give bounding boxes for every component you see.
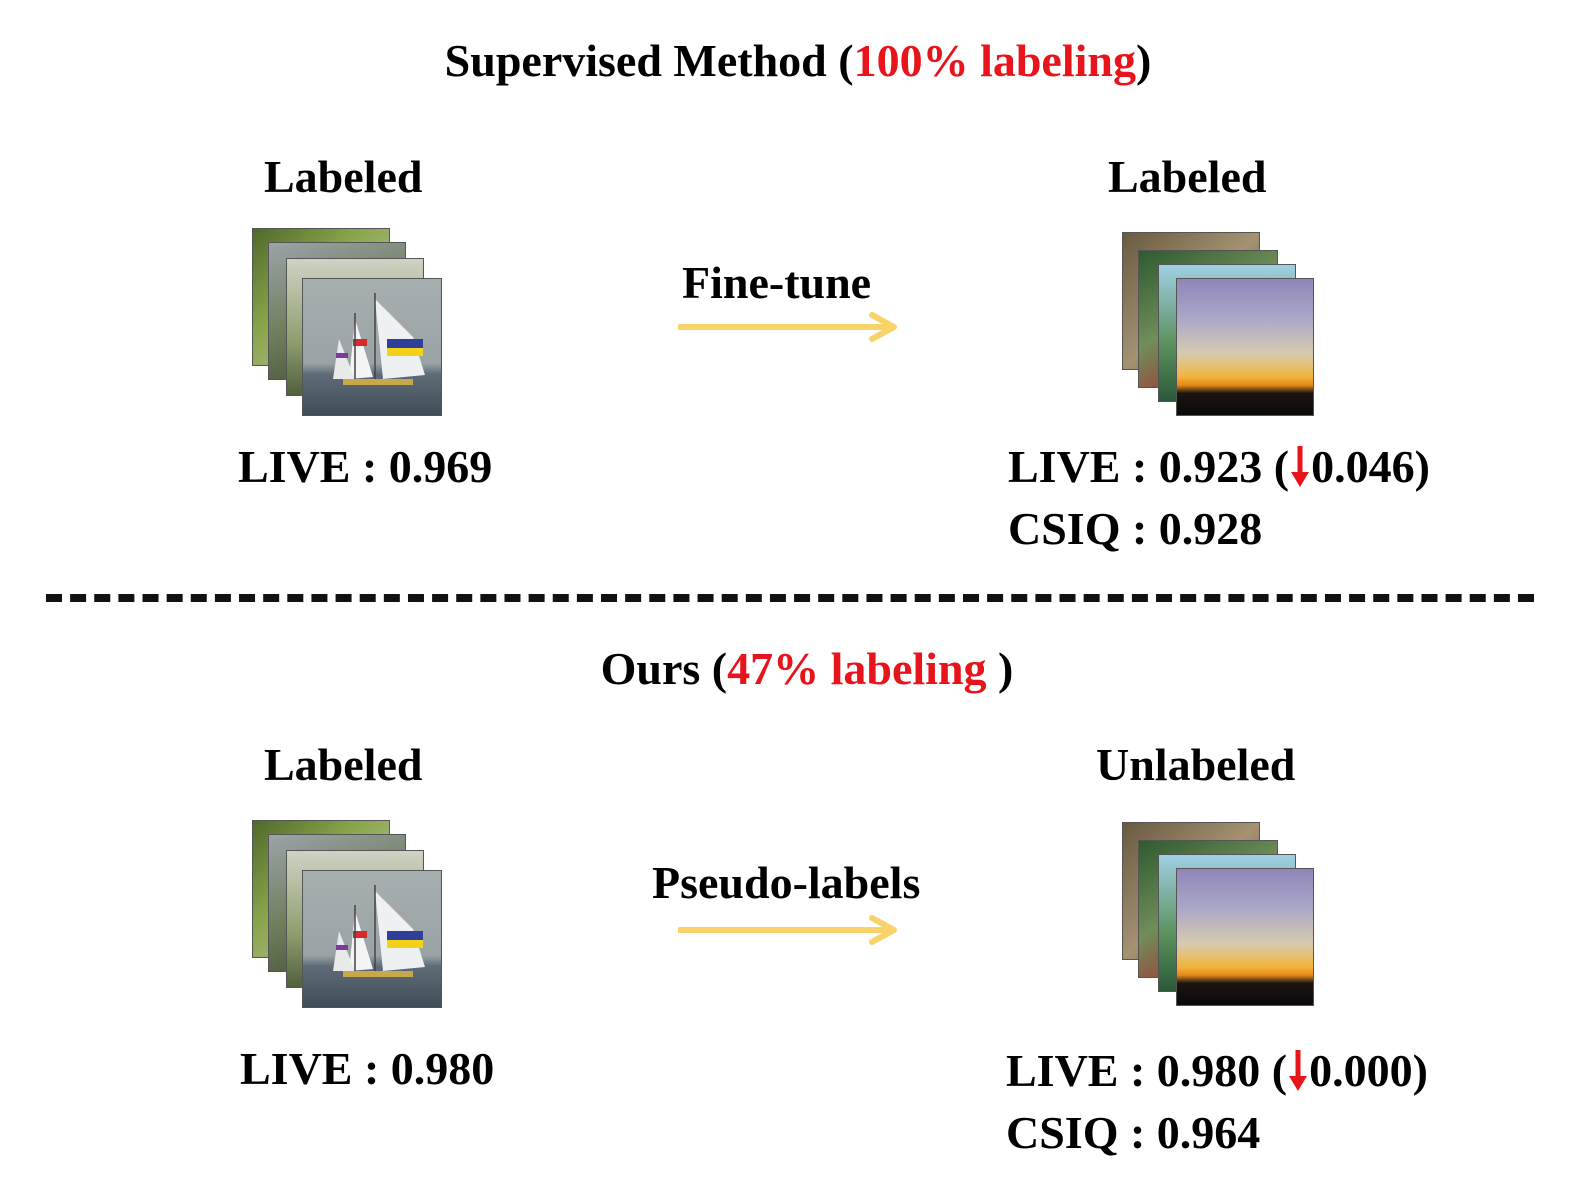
bottom-title-suffix: )	[986, 643, 1014, 694]
top-title: Supervised Method (100% labeling)	[0, 34, 1596, 87]
top-left-score: LIVE : 0.969	[238, 441, 493, 492]
bottom-right-image-stack	[1122, 822, 1314, 1012]
right-arrow-icon	[678, 915, 897, 945]
top-arrow-label: Fine-tune	[682, 257, 872, 308]
sunset-image	[1176, 278, 1314, 416]
bottom-title-prefix: Ours (	[600, 643, 728, 694]
bottom-arrow-label: Pseudo-labels	[652, 857, 921, 908]
top-right-live-score: LIVE : 0.923 ( 0.046)	[1008, 436, 1430, 498]
top-right-live-delta: 0.046)	[1311, 441, 1430, 492]
sailboat-image	[302, 870, 442, 1008]
down-arrow-icon	[1287, 1040, 1309, 1102]
down-arrow-icon	[1289, 436, 1311, 498]
top-right-live-prefix: LIVE : 0.923 (	[1008, 441, 1290, 492]
top-left-image-stack	[252, 228, 444, 418]
bottom-left-score: LIVE : 0.980	[240, 1043, 495, 1094]
bottom-right-live-prefix: LIVE : 0.980 (	[1006, 1045, 1288, 1096]
top-left-heading: Labeled	[264, 151, 423, 202]
top-title-prefix: Supervised Method (	[444, 35, 854, 86]
top-title-highlight: 100% labeling	[853, 35, 1136, 86]
bottom-left-image-stack	[252, 820, 444, 1010]
sunset-image	[1176, 868, 1314, 1006]
top-right-heading: Labeled	[1108, 151, 1267, 202]
bottom-right-csiq-score: CSIQ : 0.964	[1006, 1107, 1261, 1158]
sailboat-illustration	[333, 293, 425, 385]
top-title-suffix: )	[1136, 35, 1152, 86]
top-right-csiq-score: CSIQ : 0.928	[1008, 503, 1263, 554]
bottom-title: Ours (47% labeling )	[0, 642, 1596, 695]
bottom-right-live-score: LIVE : 0.980 ( 0.000)	[1006, 1040, 1428, 1102]
top-right-image-stack	[1122, 232, 1314, 422]
right-arrow-icon	[678, 312, 897, 342]
bottom-left-heading: Labeled	[264, 739, 423, 790]
sailboat-illustration	[333, 885, 425, 977]
bottom-title-highlight: 47% labeling	[727, 643, 987, 694]
bottom-right-live-delta: 0.000)	[1309, 1045, 1428, 1096]
bottom-right-heading: Unlabeled	[1096, 739, 1296, 790]
section-divider	[46, 594, 1534, 602]
sailboat-image	[302, 278, 442, 416]
